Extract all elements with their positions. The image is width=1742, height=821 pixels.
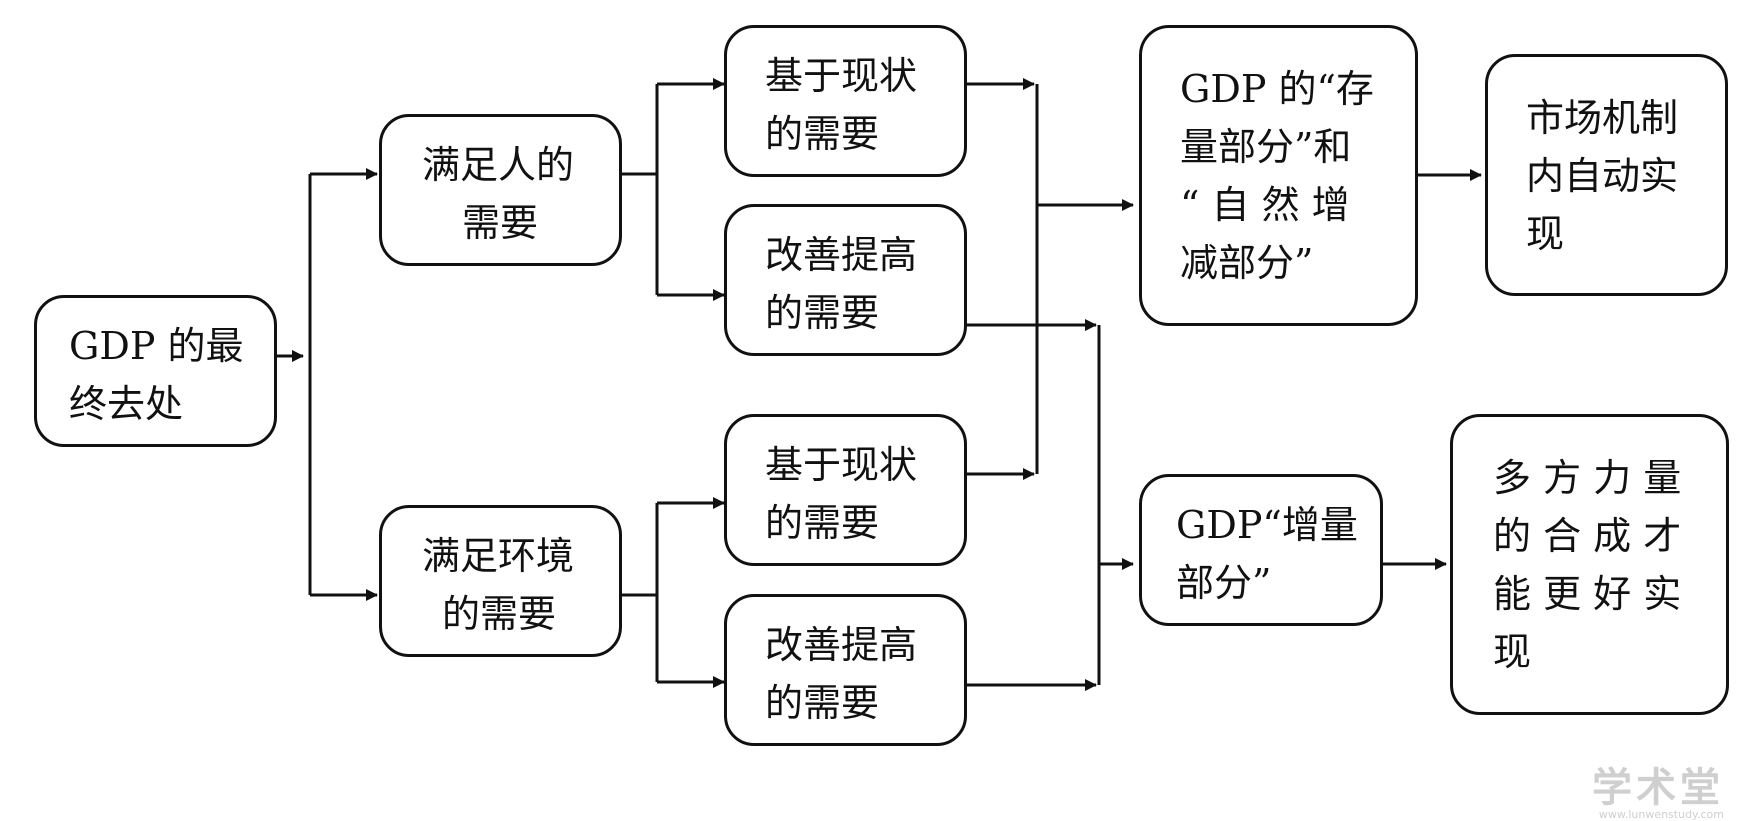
env-needs-line-2: 的需要: [442, 592, 557, 636]
human-needs-line-1: 满足人的: [422, 143, 575, 187]
increment-part-node: GDP“增量部分”: [1139, 474, 1383, 626]
env-current-needs-node: 基于现状的需要: [724, 414, 967, 566]
market-line-3: 现: [1526, 212, 1565, 256]
market-line-2: 内自动实: [1526, 154, 1679, 198]
human-current-line-1: 基于现状: [765, 54, 918, 98]
multi-line-3: 能 更 好 实: [1493, 572, 1682, 616]
stock-line-3: “ 自 然 增: [1180, 183, 1350, 227]
human-improve-needs-node: 改善提高的需要: [724, 204, 967, 356]
root-line-1: GDP 的最: [69, 324, 244, 368]
env-improve-needs-node: 改善提高的需要: [724, 594, 967, 746]
increment-line-2: 部分”: [1176, 561, 1272, 605]
env-current-line-1: 基于现状: [765, 443, 918, 487]
stock-line-4: 减部分”: [1180, 241, 1314, 285]
env-needs-line-1: 满足环境: [422, 534, 575, 578]
stock-part-node: GDP 的“存量部分”和 “ 自 然 增减部分”: [1139, 25, 1418, 326]
multi-line-1: 多 方 力 量: [1493, 456, 1682, 500]
multi-force-node: 多 方 力 量的 合 成 才能 更 好 实现: [1450, 414, 1729, 715]
market-mechanism-node: 市场机制内自动实现: [1485, 54, 1728, 296]
human-needs-node: 满足人的需要: [379, 114, 622, 266]
human-current-line-2: 的需要: [765, 112, 880, 156]
human-current-needs-node: 基于现状的需要: [724, 25, 967, 177]
watermark-logo: 学术堂: [1592, 765, 1724, 811]
multi-line-2: 的 合 成 才: [1493, 514, 1682, 558]
watermark-url: www.lunwenstudy.com: [1598, 808, 1724, 821]
root-node: GDP 的最终去处: [34, 295, 277, 447]
market-line-1: 市场机制: [1526, 96, 1679, 140]
stock-line-1: GDP 的“存: [1180, 67, 1374, 111]
env-current-line-2: 的需要: [765, 501, 880, 545]
multi-line-4: 现: [1493, 630, 1532, 674]
env-improve-line-2: 的需要: [765, 681, 880, 725]
human-improve-line-1: 改善提高: [765, 233, 918, 277]
env-improve-line-1: 改善提高: [765, 623, 918, 667]
increment-line-1: GDP“增量: [1176, 503, 1358, 547]
human-improve-line-2: 的需要: [765, 291, 880, 335]
env-needs-node: 满足环境的需要: [379, 505, 622, 657]
root-line-2: 终去处: [69, 382, 184, 426]
human-needs-line-2: 需要: [462, 201, 539, 245]
stock-line-2: 量部分”和: [1180, 125, 1352, 169]
